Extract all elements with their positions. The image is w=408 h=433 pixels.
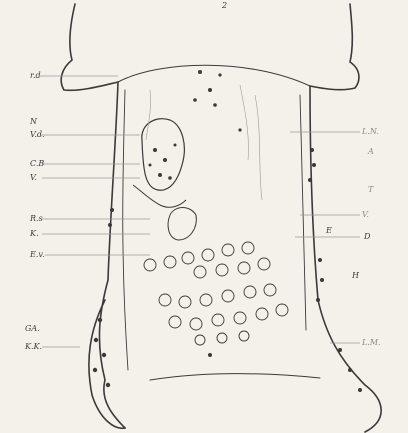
- striations: [146, 85, 262, 200]
- body-outline-left: [61, 4, 125, 428]
- right-label-ln: L.N.: [362, 128, 379, 136]
- top-contour: [118, 65, 310, 86]
- left-label-ga: GA.: [25, 325, 40, 333]
- left-label-k: K.: [30, 230, 39, 238]
- right-label-t: T: [368, 186, 373, 194]
- left-label-kk: K.K.: [25, 343, 42, 351]
- organ-granules: [149, 144, 177, 180]
- right-leader-lines: [290, 132, 360, 343]
- lower-left-lobe: [89, 300, 125, 428]
- body-outline-right: [310, 4, 381, 432]
- right-label-a: A: [368, 148, 374, 156]
- bottom-contour: [150, 374, 320, 380]
- left-label-cb: C.B: [30, 160, 44, 168]
- left-label-ev: E.v.: [30, 251, 45, 259]
- right-label-d: D: [364, 233, 370, 241]
- left-label-v: V.: [30, 174, 37, 182]
- top-mark-label: 2: [222, 2, 227, 10]
- inner-membrane-right: [300, 95, 306, 330]
- left-label-rs: R.s: [30, 215, 43, 223]
- scattered-dots: [93, 70, 362, 392]
- left-label-n: N: [30, 118, 37, 126]
- right-label-h: H: [352, 272, 359, 280]
- central-organ: [133, 119, 196, 240]
- left-label-vd: V.d.: [30, 131, 45, 139]
- left-leader-lines: [40, 76, 150, 347]
- right-label-e: E: [326, 227, 332, 235]
- right-label-v: V.: [362, 211, 369, 219]
- cell-cluster: [144, 242, 288, 345]
- inner-membrane-left: [123, 90, 128, 370]
- left-label-rd: r.d: [30, 72, 41, 80]
- right-label-lm: L.M.: [362, 339, 381, 347]
